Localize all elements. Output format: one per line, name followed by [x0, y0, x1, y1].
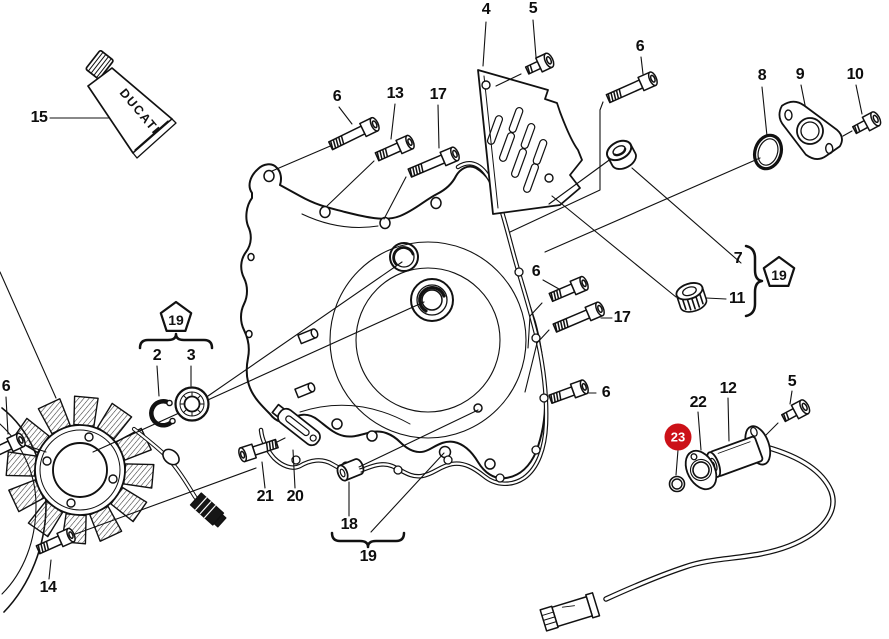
callout-6-left: 6: [1, 378, 11, 395]
callout-7: 7: [733, 250, 743, 267]
bolt-17-top: [406, 145, 462, 181]
stator-coil-tooth: [123, 463, 155, 489]
brace-2-3: [138, 332, 214, 350]
bolt-5-bottom-right: [779, 397, 813, 426]
bolt-6-right-upper: [547, 274, 591, 305]
callout-18: 18: [340, 516, 358, 533]
stator: [5, 395, 155, 545]
callout-23-highlighted-badge[interactable]: 23: [664, 423, 692, 451]
sealant-tube: DUCATI: [85, 49, 177, 159]
stator-coil-tooth: [5, 451, 37, 477]
cover-boss: [294, 382, 316, 399]
bolt-13: [373, 133, 417, 165]
flange-22: [684, 449, 718, 491]
pentagon-19-right-label: 19: [771, 267, 787, 283]
spacer-18: [336, 458, 365, 482]
callout-22: 22: [689, 394, 707, 411]
plug-cap-7: [605, 139, 637, 170]
callout-6-right-lower: 6: [601, 384, 611, 401]
flange-9: [778, 100, 843, 160]
o-ring-23: [668, 475, 686, 493]
brace-7-11: [744, 244, 764, 318]
callout-17-right: 17: [613, 309, 631, 326]
nut-11: [675, 282, 708, 313]
stator-coil-tooth: [73, 395, 99, 427]
callout-5-bottom-right: 5: [787, 373, 797, 390]
bracket-20: [271, 403, 321, 447]
wire-grommet: [162, 448, 180, 466]
sensor-12: [706, 425, 772, 478]
group-markers: 19 19: [138, 244, 796, 549]
crank-hub-bore: [410, 278, 454, 322]
pentagon-19-left-label: 19: [168, 312, 184, 328]
callout-9: 9: [795, 66, 805, 83]
leader-lines: [0, 19, 863, 580]
callout-15: 15: [30, 109, 48, 126]
callout-8: 8: [757, 67, 767, 84]
sensor-cable: [539, 444, 836, 632]
bearing-3: [174, 386, 210, 422]
callout-19-bottom: 19: [359, 548, 377, 565]
bolt-17-right: [551, 300, 607, 336]
bolt-5-top: [523, 51, 557, 79]
bolt-6-top-left: [326, 115, 382, 154]
stator-wire-connector: [189, 492, 227, 528]
bolt-10: [850, 109, 884, 138]
o-ring-8: [752, 133, 784, 171]
cover-boss: [297, 328, 319, 345]
callout-3: 3: [186, 347, 196, 364]
bolt-6-right-lower: [547, 378, 591, 407]
callout-21: 21: [256, 488, 274, 505]
callout-10: 10: [846, 66, 864, 83]
brace-18-19: [330, 531, 406, 549]
callout-2: 2: [152, 347, 162, 364]
pentagon-19-right: 19: [762, 255, 796, 287]
callout-14: 14: [39, 579, 57, 596]
callout-4: 4: [481, 1, 491, 18]
stator-wire: [131, 426, 227, 528]
callout-6-top-left: 6: [332, 88, 342, 105]
circlip-2: [149, 399, 176, 428]
callout-13: 13: [386, 85, 404, 102]
callout-6-right-upper: 6: [531, 263, 541, 280]
cover-bolt-holes: [245, 169, 496, 470]
cable-connector: [539, 592, 601, 632]
callout-12: 12: [719, 380, 737, 397]
seal-bore: [389, 242, 419, 272]
heat-guard-plate: [477, 69, 583, 215]
callout-17-top: 17: [429, 86, 447, 103]
pentagon-19-left: 19: [159, 300, 193, 332]
callout-5-top: 5: [528, 0, 538, 17]
callout-11: 11: [729, 290, 745, 307]
bolt-6-top-right: [604, 70, 660, 106]
alternator-cover: [240, 163, 547, 480]
callout-6-top-right: 6: [635, 38, 645, 55]
callout-20: 20: [286, 488, 304, 505]
